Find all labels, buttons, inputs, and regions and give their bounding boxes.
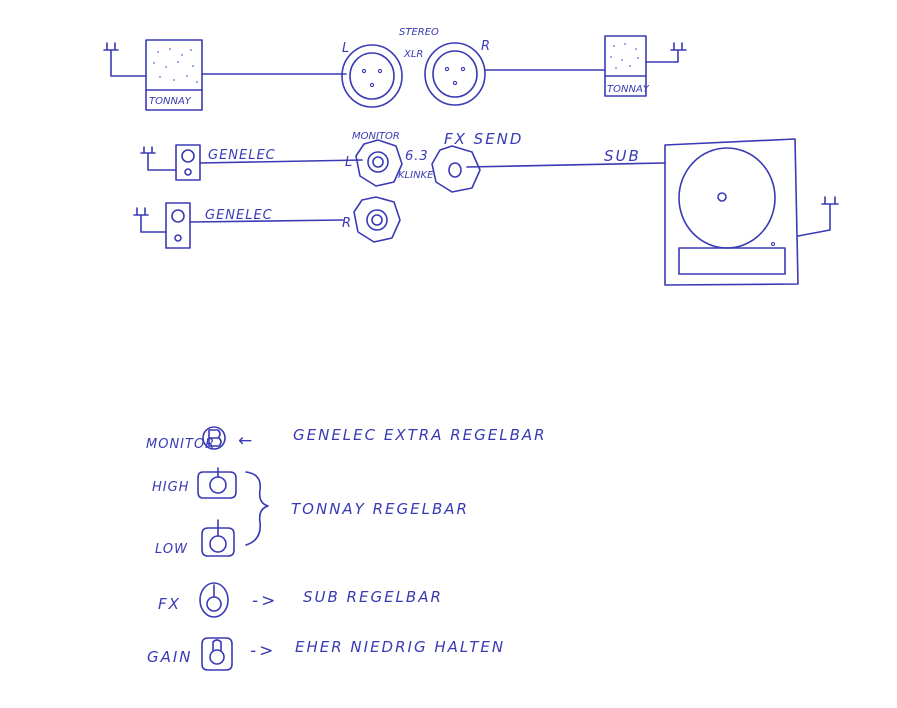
xlr-right-mark: R [481, 39, 491, 54]
power-plug-icon [797, 196, 839, 237]
power-plug-icon [140, 146, 177, 171]
tonnay-right-label: TONNAY [607, 84, 650, 95]
monitor-label: MONITOR [352, 131, 400, 142]
genelec-speaker-top [175, 144, 201, 181]
legend-monitor-name: MONITOR [146, 437, 215, 452]
low-knob-icon [201, 519, 235, 557]
genelec-bottom-label: GENELEC [205, 208, 273, 223]
legend-low-name: LOW [155, 542, 188, 557]
cable-genelec-bottom [189, 219, 344, 223]
power-plug-icon [103, 42, 147, 77]
legend-fx-arrow: -> [252, 591, 278, 611]
legend-gain-arrow: -> [250, 641, 276, 661]
xlr-left-mark: L [342, 41, 350, 56]
genelec-top-label: GENELEC [208, 148, 276, 163]
tonnay-left-label: TONNAY [149, 96, 192, 107]
fx-send-jack-icon [431, 145, 481, 193]
jack-type-label: KLINKE [398, 170, 434, 181]
legend-bracket [245, 471, 269, 546]
fx-knob-icon [199, 582, 229, 618]
legend-monitor-description: GENELEC EXTRA REGELBAR [293, 426, 547, 444]
tonnay-speaker-left: TONNAY [145, 39, 203, 111]
cable-sub [466, 162, 666, 168]
sub-label: SUB [604, 147, 641, 165]
monitor-right-mark: R [342, 216, 352, 231]
xlr-label: XLR [403, 49, 423, 60]
xlr-left-connector-icon [341, 44, 403, 108]
jack-size-label: 6.3 [405, 149, 429, 164]
gain-knob-icon [201, 637, 233, 671]
legend-high-name: HIGH [152, 480, 189, 495]
legend-fx-name: FX [158, 595, 181, 613]
monitor-left-mark: L [345, 155, 353, 170]
monitor-knob-icon [202, 426, 226, 450]
genelec-speaker-bottom [165, 202, 191, 249]
legend-monitor-arrow: ← [238, 431, 255, 451]
monitor-left-jack-icon [355, 139, 403, 187]
legend-gain-name: GAIN [147, 648, 193, 666]
legend-gain-description: EHER NIEDRIG HALTEN [295, 638, 505, 656]
xlr-right-connector-icon [424, 42, 486, 106]
power-plug-icon [133, 207, 167, 233]
power-plug-icon [645, 42, 687, 63]
fx-send-label: FX SEND [444, 130, 523, 148]
legend-fx-description: SUB REGELBAR [303, 588, 443, 606]
tonnay-speaker-right: TONNAY [604, 35, 650, 97]
stereo-label: STEREO [399, 27, 439, 38]
subwoofer-cabinet [664, 138, 799, 286]
high-knob-icon [197, 467, 237, 499]
cable-genelec-top [199, 159, 363, 164]
monitor-right-jack-icon [353, 196, 401, 243]
legend-tonnay-description: TONNAY REGELBAR [291, 500, 469, 518]
